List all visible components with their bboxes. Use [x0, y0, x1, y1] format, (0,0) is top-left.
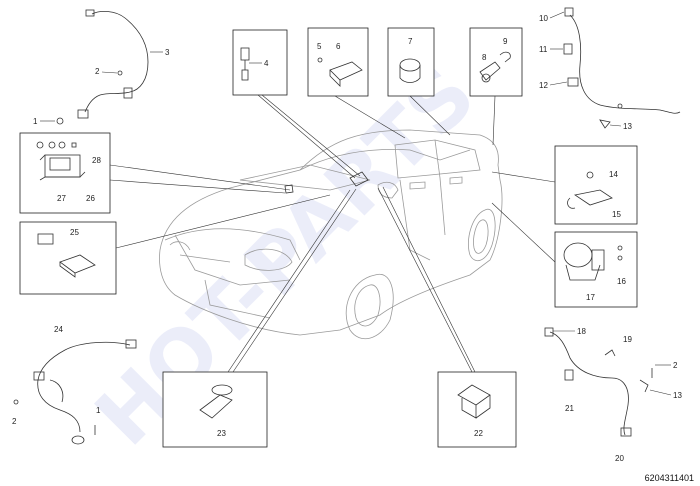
callout-4: 4 — [264, 59, 269, 68]
callout-24: 24 — [54, 325, 63, 334]
harness-18-21 — [544, 327, 653, 437]
leader-lines — [109, 94, 556, 373]
box-part-25 — [19, 221, 117, 295]
box-parts-14-15 — [554, 145, 638, 225]
callout-7: 7 — [408, 37, 413, 46]
part-16-17-horn — [563, 242, 623, 281]
part-7-sensor — [399, 58, 421, 83]
part-14-15-sensor — [567, 171, 613, 209]
callout-2c: 2 — [12, 417, 17, 426]
callout-25: 25 — [70, 228, 79, 237]
callout-14: 14 — [609, 170, 618, 179]
part-4-connector — [240, 47, 250, 81]
part-27-28-ecu — [36, 141, 86, 181]
box-part-7 — [387, 27, 435, 97]
callout-15: 15 — [612, 210, 621, 219]
callout-17: 17 — [586, 293, 595, 302]
callout-26: 26 — [86, 194, 95, 203]
callout-22: 22 — [474, 429, 483, 438]
callout-18: 18 — [577, 327, 586, 336]
callout-2b: 2 — [673, 361, 678, 370]
callout-23: 23 — [217, 429, 226, 438]
part-5-6-module — [317, 57, 363, 87]
part-22-bracket — [457, 384, 491, 419]
callout-12: 12 — [539, 81, 548, 90]
callout-9: 9 — [503, 37, 508, 46]
callout-11: 11 — [539, 45, 548, 54]
harness-24 — [13, 339, 137, 445]
callout-13b: 13 — [673, 391, 682, 400]
box-part-22 — [437, 371, 517, 448]
box-parts-5-6 — [307, 27, 369, 97]
callout-27: 27 — [57, 194, 66, 203]
callout-1: 1 — [33, 117, 38, 126]
callout-8: 8 — [482, 53, 487, 62]
callout-3: 3 — [165, 48, 170, 57]
harness-10-13 — [563, 7, 681, 129]
callout-21: 21 — [565, 404, 574, 413]
car-outline — [159, 129, 503, 340]
callout-16: 16 — [617, 277, 626, 286]
callout-labels: 1 2 3 4 5 6 7 8 9 10 11 12 13 14 15 16 1… — [12, 11, 682, 463]
box-parts-8-9 — [469, 27, 523, 97]
callout-28: 28 — [92, 156, 101, 165]
callout-20: 20 — [615, 454, 624, 463]
diagram-code: 6204311401 — [644, 473, 694, 483]
callout-6: 6 — [336, 42, 341, 51]
callout-19: 19 — [623, 335, 632, 344]
callout-13: 13 — [623, 122, 632, 131]
box-part-23 — [162, 371, 268, 448]
part-23-sensor — [199, 384, 233, 419]
box-parts-16-17 — [554, 231, 638, 308]
callout-1b: 1 — [96, 406, 101, 415]
part-8-9-parts — [479, 51, 511, 83]
watermark: HOT-PARTS — [78, 48, 493, 463]
callout-5: 5 — [317, 42, 322, 51]
callout-2: 2 — [95, 67, 100, 76]
part-25-module — [37, 233, 96, 278]
box-part-4 — [232, 29, 288, 96]
callout-10: 10 — [539, 14, 548, 23]
harness-3 — [56, 9, 149, 125]
